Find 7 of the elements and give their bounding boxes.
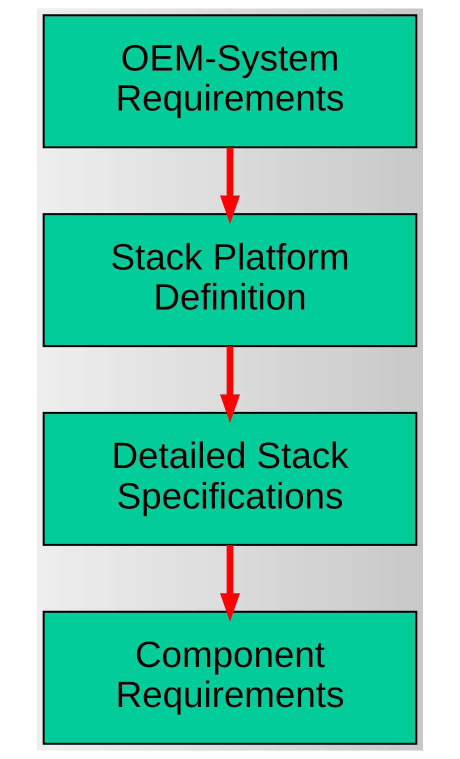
arrow (220, 545, 240, 622)
node-box: Component Requirements (42, 610, 418, 745)
node-box: Detailed Stack Specifications (42, 412, 418, 546)
node-box: OEM-System Requirements (42, 14, 418, 148)
node-box: Stack Platform Definition (42, 213, 418, 348)
arrow (220, 147, 240, 224)
arrow (220, 346, 240, 423)
